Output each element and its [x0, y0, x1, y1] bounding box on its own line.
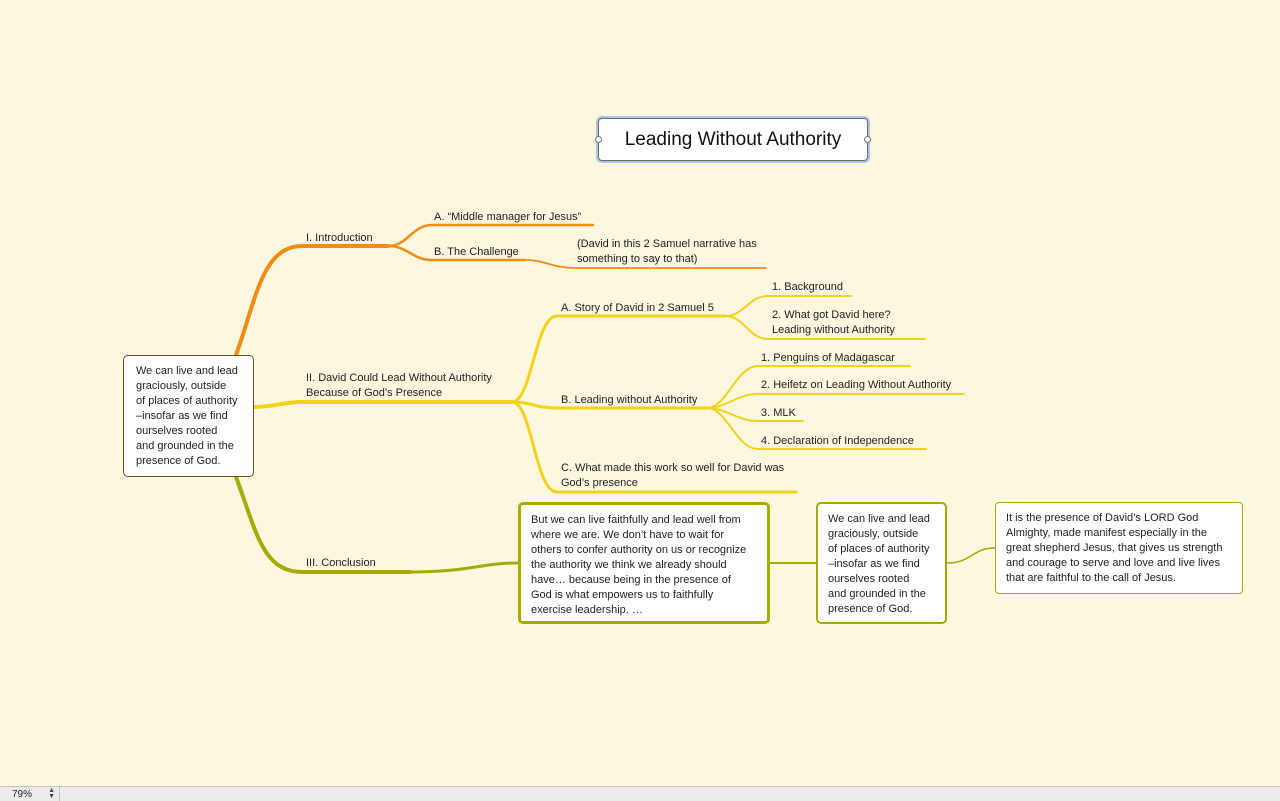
- conclusion-box-presence[interactable]: It is the presence of David’s LORD God A…: [995, 502, 1243, 594]
- stepper-arrows-icon: ▲▼: [48, 787, 55, 800]
- connector-b2: [706, 393, 965, 409]
- zoom-level: 79%: [12, 788, 33, 800]
- connector-b-note: [524, 259, 767, 269]
- central-topic-title: Leading Without Authority: [624, 128, 842, 150]
- connector-box2-box3: [946, 547, 996, 564]
- topic-penguins[interactable]: 1. Penguins of Madagascar: [761, 352, 895, 364]
- connector-a2: [724, 315, 926, 340]
- topic-what-got-david-here[interactable]: 2. What got David here? Leading without …: [772, 309, 895, 336]
- topic-leading-without-authority[interactable]: B. Leading without Authority: [561, 394, 698, 406]
- connector-a1: [724, 295, 852, 317]
- topic-challenge-note[interactable]: (David in this 2 Samuel narrative has so…: [577, 238, 757, 265]
- topic-declaration[interactable]: 4. Declaration of Independence: [761, 435, 914, 447]
- connector-intro-a: [386, 223, 595, 248]
- topic-mlk[interactable]: 3. MLK: [761, 407, 796, 419]
- right-resize-handle[interactable]: [864, 136, 871, 143]
- connector-david-b: [510, 400, 709, 410]
- status-bar: 79% ▲▼: [0, 786, 1280, 801]
- conclusion-box-faithfully[interactable]: But we can live faithfully and lead well…: [518, 502, 770, 624]
- topic-story-of-david[interactable]: A. Story of David in 2 Samuel 5: [561, 302, 714, 314]
- connector-conclusion-box1: [408, 561, 520, 574]
- topic-conclusion[interactable]: III. Conclusion: [306, 557, 376, 569]
- left-resize-handle[interactable]: [595, 136, 602, 143]
- central-topic[interactable]: Leading Without Authority: [595, 118, 871, 161]
- topic-gods-presence[interactable]: C. What made this work so well for David…: [561, 462, 785, 489]
- connector-b1: [706, 365, 911, 409]
- connector-thesis-david: [252, 400, 514, 409]
- topic-middle-manager[interactable]: A. “Middle manager for Jesus”: [434, 211, 582, 223]
- conclusion-box-thesis[interactable]: We can live and lead graciously, outside…: [816, 502, 947, 624]
- connector-david-a: [510, 314, 727, 404]
- connector-thesis-intro: [234, 244, 390, 357]
- connector-intro-b: [386, 244, 527, 262]
- connector-thesis-conclusion: [234, 475, 412, 574]
- topic-the-challenge[interactable]: B. The Challenge: [434, 246, 519, 258]
- thesis-topic[interactable]: We can live and lead graciously, outside…: [123, 355, 254, 477]
- topic-background[interactable]: 1. Background: [772, 281, 843, 293]
- topic-introduction[interactable]: I. Introduction: [306, 232, 373, 244]
- topic-david-could-lead[interactable]: II. David Could Lead Without Authority B…: [306, 372, 492, 399]
- connector-david-c: [510, 400, 798, 494]
- topic-heifetz[interactable]: 2. Heifetz on Leading Without Authority: [761, 379, 952, 391]
- zoom-select[interactable]: 79% ▲▼: [0, 787, 60, 801]
- connector-b4: [706, 407, 927, 450]
